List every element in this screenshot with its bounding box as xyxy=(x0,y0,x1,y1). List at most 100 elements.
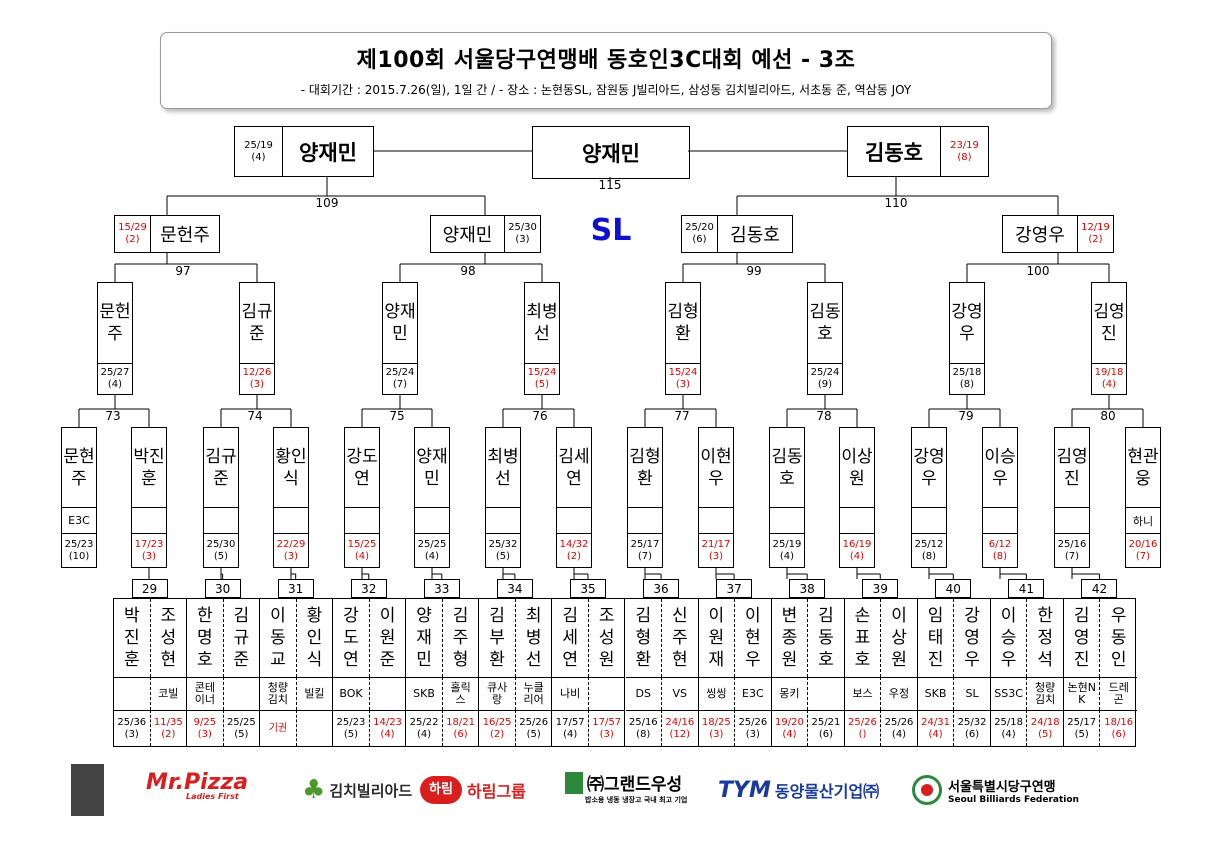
sponsor-name: Mr.Pizza xyxy=(146,770,249,795)
player-name: 김형환 xyxy=(629,446,661,489)
player-score: 24/16(12) xyxy=(662,710,699,746)
player-club-text: 큐사랑 xyxy=(486,681,508,706)
player-score: 17/57(3) xyxy=(588,710,626,746)
player-name-text: 이승우 xyxy=(1000,606,1017,670)
r64-match-no: 40 xyxy=(935,579,972,598)
player-score: 25/25(4) xyxy=(415,533,449,567)
player-score: 25/21(6) xyxy=(808,710,845,746)
score-value: 25/26 xyxy=(884,716,914,728)
score-sub: (5) xyxy=(234,728,249,740)
quarter-match-no: 98 xyxy=(460,264,476,278)
player-score: 25/24(7) xyxy=(383,363,417,394)
player-name: 최병선 xyxy=(516,599,553,677)
player-score: 20/16(7) xyxy=(1126,533,1160,567)
score-value: 25/27 xyxy=(100,367,130,378)
sponsor-tagline: 밥소용 냉동 냉장고 국내 최고 기업 xyxy=(585,796,688,804)
player-club: SKB xyxy=(917,677,955,710)
player-score: 25/17(7) xyxy=(628,533,662,567)
score-value: 18/21 xyxy=(446,716,475,728)
player-club-text: 씽씽 xyxy=(706,687,727,700)
player-name: 이동교 xyxy=(260,599,297,677)
player-club-text: SS3C xyxy=(994,687,1023,700)
score-value: 15/29 xyxy=(118,222,147,233)
player-score: 25/32(6) xyxy=(954,710,991,746)
player-score: 25/36(3) xyxy=(114,710,151,746)
player-club-text: 논현NK xyxy=(1067,681,1096,706)
player-name-text: 임태진 xyxy=(927,606,944,670)
score-value: 20/16 xyxy=(1128,538,1158,550)
player-club xyxy=(114,677,151,710)
sponsor-harim: 하림 하림그룹 xyxy=(420,770,526,810)
r64-match-no: 31 xyxy=(277,579,314,598)
player-score: 25/32(5) xyxy=(486,533,520,567)
player-name: 손표호 xyxy=(845,599,882,677)
player-club xyxy=(223,677,261,710)
score-sub: (12) xyxy=(669,728,691,740)
score-value: 14/23 xyxy=(373,716,402,728)
score-value: 25/24 xyxy=(385,367,415,378)
player-name: 김규준 xyxy=(205,446,237,489)
sponsor-kimchi-billiards: ♣ 김치빌리아드 xyxy=(302,770,412,810)
score-sub: (6) xyxy=(453,728,468,740)
player-club xyxy=(1055,507,1089,533)
player-club: E3C xyxy=(62,507,96,533)
score-value: 25/23 xyxy=(336,716,366,728)
player-club-text: 몽키 xyxy=(779,687,800,700)
player-name-text: 박진훈 xyxy=(123,606,140,670)
score-value: 25/19 xyxy=(772,538,802,550)
score-sub: (3) xyxy=(283,550,299,562)
score-sub: (3) xyxy=(709,728,724,740)
player-club-text: 청량김치 xyxy=(1035,681,1056,706)
player-club: 우정 xyxy=(881,677,918,710)
r16-match-no: 74 xyxy=(247,409,263,423)
player-name: 한명호 xyxy=(187,599,224,677)
player-club: SKB xyxy=(406,677,443,710)
player-score: 25/26(4) xyxy=(881,710,918,746)
player-name-text: 이상원 xyxy=(891,606,907,670)
player-name: 김동호 xyxy=(771,446,803,489)
semi-left-box: 25/19 (4) 양재민 xyxy=(234,126,374,177)
grand-logo-icon xyxy=(565,771,583,794)
player-name-text: 김주형 xyxy=(452,606,469,670)
cue-character-icon: ♣ xyxy=(302,775,326,805)
player-club-text: 빌킬 xyxy=(304,687,325,700)
score-value: 25/23 xyxy=(64,538,94,550)
r16-match-no: 80 xyxy=(1100,409,1116,423)
r64-match-no: 41 xyxy=(1008,579,1045,598)
score-value: 15/25 xyxy=(347,538,377,550)
score-sub: (6) xyxy=(818,728,834,740)
quarter-name: 문헌주 xyxy=(160,225,210,246)
player-name: 강영우 xyxy=(954,599,991,677)
player-name-text: 황인식 xyxy=(306,606,323,670)
player-club-text: E3C xyxy=(742,687,764,700)
player-name-text: 이동교 xyxy=(270,606,286,670)
player-name-text: 이원준 xyxy=(379,606,396,670)
player-score: 15/25(4) xyxy=(345,533,379,567)
score-sub: (5) xyxy=(1038,728,1053,740)
score-value: 25/22 xyxy=(409,716,439,728)
player-name-text: 김부환 xyxy=(489,606,505,670)
player-name: 김영진 xyxy=(1093,302,1125,344)
score-value: 24/31 xyxy=(921,716,950,728)
score-sub: (4) xyxy=(1001,728,1016,740)
player-name-text: 김형환 xyxy=(635,606,652,670)
quarter-name: 강영우 xyxy=(1003,216,1078,252)
player-club-text: SKB xyxy=(924,687,947,700)
player-club-text: 누클리어 xyxy=(523,681,544,706)
score-value: 14/32 xyxy=(559,538,589,550)
score-sub: (10) xyxy=(68,550,90,562)
player-name: 황인식 xyxy=(275,446,307,489)
player-name-text: 조성원 xyxy=(598,606,615,670)
player-club: SL xyxy=(954,677,991,710)
tym-logo-icon: TYM xyxy=(718,777,771,803)
player-name: 강영우 xyxy=(913,446,945,489)
score-value: 17/57 xyxy=(592,716,622,728)
score-sub: (4) xyxy=(107,379,123,390)
